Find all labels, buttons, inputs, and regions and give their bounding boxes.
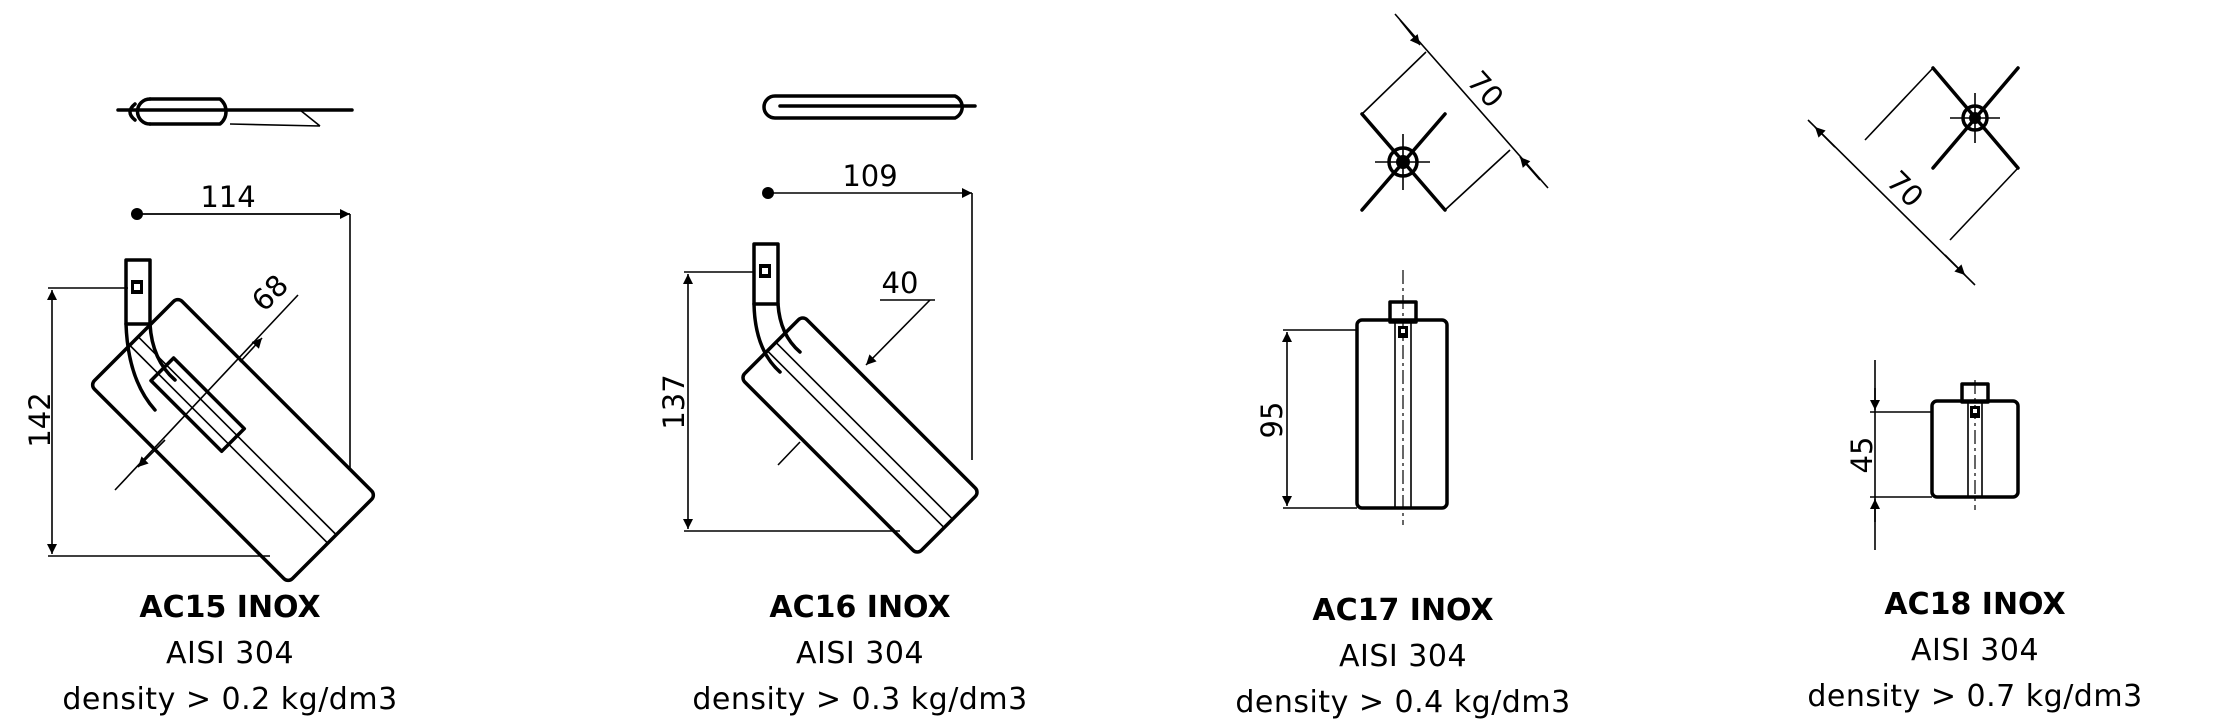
ac17-span-dim: 70	[1460, 64, 1510, 114]
ac15-top-view	[116, 97, 354, 127]
ac16-side-view	[683, 187, 979, 554]
ac15-width-dim: 114	[200, 180, 255, 214]
product-material: AISI 304	[1338, 639, 1468, 674]
product-name: AC15 INOX	[139, 590, 321, 625]
ac17-drawing	[1282, 13, 1549, 525]
product-material: AISI 304	[795, 636, 925, 671]
ac18-front-view	[1870, 360, 2020, 550]
product-material: AISI 304	[1910, 633, 2040, 668]
ac16-caption: AC16 INOX AISI 304 density > 0.3 kg/dm3	[600, 585, 1120, 723]
ac16-diameter-dim: 40	[882, 266, 919, 300]
ac17-caption: AC17 INOX AISI 304 density > 0.4 kg/dm3	[1143, 588, 1663, 726]
ac18-drawing	[1807, 66, 2020, 550]
product-density: density > 0.3 kg/dm3	[692, 682, 1028, 717]
product-density: density > 0.7 kg/dm3	[1807, 679, 2143, 714]
ac16-height-dim: 137	[657, 374, 691, 429]
ac17-top-view	[1360, 13, 1549, 212]
ac15-diameter-dim: 68	[245, 268, 295, 318]
product-density: density > 0.4 kg/dm3	[1235, 685, 1571, 720]
ac16-top-view	[762, 94, 977, 120]
ac18-caption: AC18 INOX AISI 304 density > 0.7 kg/dm3	[1715, 582, 2235, 720]
ac15-caption: AC15 INOX AISI 304 density > 0.2 kg/dm3	[0, 585, 490, 723]
ac15-height-dim: 142	[23, 392, 57, 447]
ac15-side-view	[47, 208, 376, 583]
product-material: AISI 304	[165, 636, 295, 671]
ac16-drawing	[683, 94, 979, 554]
ac18-span-dim: 70	[1880, 164, 1930, 214]
ac17-front-view	[1282, 270, 1449, 525]
product-name: AC16 INOX	[769, 590, 951, 625]
technical-drawing: 114 142 68 109 137 40 70 95 70 45	[23, 13, 2020, 583]
ac15-drawing	[47, 97, 376, 583]
product-name: AC18 INOX	[1884, 587, 2066, 622]
product-name: AC17 INOX	[1312, 593, 1494, 628]
ac17-height-dim: 95	[1255, 402, 1289, 439]
ac18-top-view	[1807, 66, 2020, 286]
ac16-width-dim: 109	[842, 159, 897, 193]
product-density: density > 0.2 kg/dm3	[62, 682, 398, 717]
ac18-height-dim: 45	[1845, 437, 1879, 474]
